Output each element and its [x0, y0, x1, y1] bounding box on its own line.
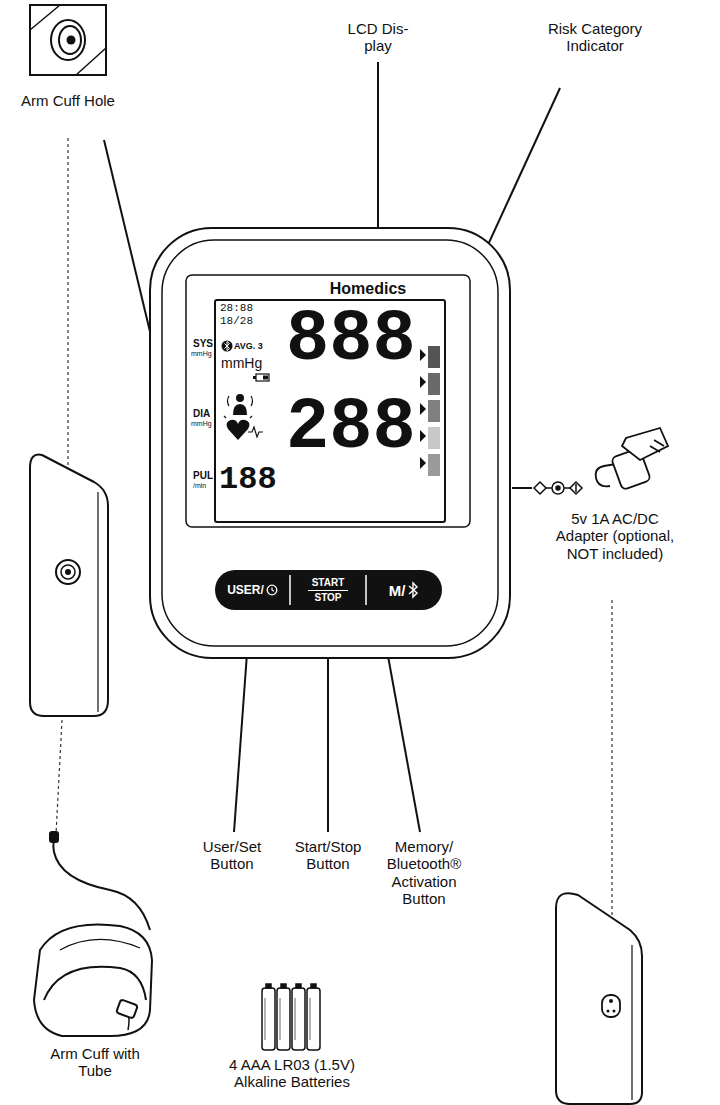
dashed-guides — [56, 138, 612, 990]
lcd-side-label: SYS — [193, 338, 213, 350]
ac-adapter-icon — [596, 428, 668, 490]
person-icon — [228, 394, 253, 415]
button: USER/ — [215, 570, 290, 610]
callout-label: Arm Cuff with Tube — [35, 1045, 155, 1080]
monitor-housing — [150, 228, 510, 658]
lcd-clock: 28:88 — [220, 302, 253, 315]
leader-lines — [104, 62, 560, 832]
brand-logo: Homedics — [313, 280, 423, 298]
bluetooth-icon — [222, 341, 233, 352]
cuff-hole-icon — [30, 5, 106, 75]
button: START STOP — [290, 570, 366, 610]
aaa-batteries — [262, 984, 320, 1050]
category-arrows — [420, 349, 426, 469]
lcd-digits: 888 — [286, 304, 416, 376]
callout-label: 4 AAA LR03 (1.5V) Alkaline Batteries — [212, 1056, 372, 1091]
lcd-unit: mmHg — [191, 350, 212, 358]
heart-icon — [224, 416, 263, 440]
side-view-left — [30, 455, 108, 716]
button-text: START STOP — [308, 575, 348, 606]
callout-label: LCD Dis- play — [338, 20, 418, 55]
arm-cuff — [34, 832, 152, 1036]
lcd-unit: /min — [193, 482, 206, 490]
risk-category-bars — [428, 346, 440, 476]
callout-label: Memory/ Bluetooth® Activation Button — [374, 838, 474, 907]
button-text: USER/ — [227, 583, 264, 597]
lcd-digits: 188 — [219, 464, 277, 496]
callout-label: Arm Cuff Hole — [13, 92, 123, 109]
callout-label: Start/Stop Button — [278, 838, 378, 873]
clock-icon — [266, 584, 278, 596]
button-text: M/ — [389, 582, 406, 599]
callout-label: User/Set Button — [182, 838, 282, 873]
battery-icon — [253, 374, 269, 381]
side-view-right — [556, 893, 642, 1104]
lcd-side-label: DIA — [193, 408, 210, 420]
lcd-unit: mmHg — [191, 420, 212, 428]
lcd-digits: 288 — [286, 392, 416, 464]
lcd-date: 18/28 — [220, 315, 253, 328]
callout-label: 5v 1A AC/DC Adapter (optional, NOT inclu… — [550, 510, 680, 562]
lcd-unit: mmHg — [221, 355, 262, 371]
polarity-symbol — [534, 482, 582, 494]
lcd-side-label: PUL — [193, 470, 213, 482]
lcd-average: AVG. 3 — [234, 341, 263, 351]
callout-label: Risk Category Indicator — [535, 20, 655, 55]
button: M/ — [366, 570, 442, 610]
bluetooth-icon — [407, 581, 419, 599]
